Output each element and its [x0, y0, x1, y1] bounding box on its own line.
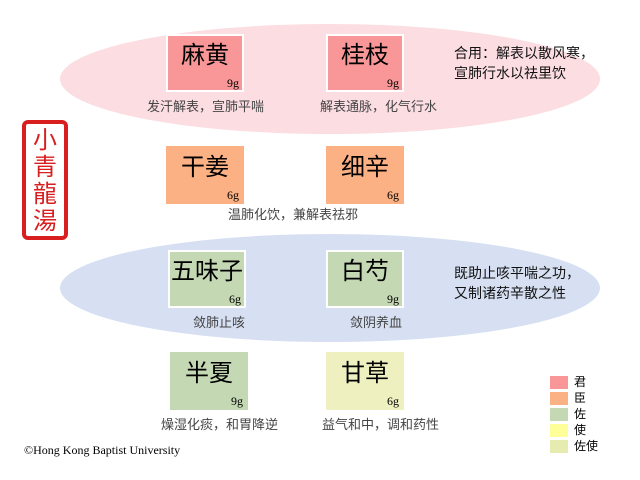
legend-swatch — [550, 423, 568, 437]
herb-box-guizhi: 桂枝 9g — [326, 34, 404, 92]
note-line: 既助止咳平喘之功， — [454, 266, 580, 282]
herb-name: 甘草 — [341, 359, 389, 387]
herb-name: 细辛 — [341, 153, 389, 181]
note-line: 宣肺行水以祛里饮 — [454, 66, 566, 82]
seal-text: 小青龍湯 — [33, 126, 57, 235]
legend-label: 臣 — [574, 391, 587, 405]
herb-dose: 6g — [387, 394, 399, 408]
herb-name: 半夏 — [185, 359, 233, 387]
note-top: 合用：解表以散风寒， 宣肺行水以祛里饮 — [454, 44, 594, 84]
note-line: 合用：解表以散风寒， — [454, 46, 594, 62]
herb-box-ganjiang: 干姜 6g — [166, 146, 244, 204]
herb-box-baishao: 白芍 9g — [326, 250, 404, 308]
legend-item-zuoshi: 佐使 — [550, 438, 598, 454]
legend-swatch — [550, 439, 568, 453]
legend-label: 使 — [574, 423, 587, 437]
herb-dose: 9g — [231, 394, 243, 408]
herb-name: 五味子 — [171, 257, 243, 285]
legend-label: 君 — [574, 375, 587, 389]
herb-box-gancao: 甘草 6g — [326, 352, 404, 410]
herb-dose: 6g — [387, 188, 399, 202]
herb-box-banxia: 半夏 9g — [170, 352, 248, 410]
herb-box-xixin: 细辛 6g — [326, 146, 404, 204]
legend-label: 佐 — [574, 407, 587, 421]
herb-caption: 敛阴养血 — [350, 316, 403, 331]
herb-box-mahuang: 麻黄 9g — [166, 34, 244, 92]
herb-caption: 发汗解表，宣肺平喘 — [147, 100, 265, 115]
herb-dose: 9g — [387, 292, 399, 306]
legend-label: 佐使 — [574, 439, 599, 453]
legend-item-zuo: 佐 — [550, 406, 598, 422]
herb-dose: 6g — [227, 188, 239, 202]
herb-caption: 解表通脉，化气行水 — [320, 100, 438, 115]
herb-box-wuweizi: 五味子 6g — [168, 250, 246, 308]
herb-caption: 敛肺止咳 — [193, 316, 246, 331]
row2-caption: 温肺化饮，兼解表祛邪 — [228, 208, 359, 223]
herb-name: 麻黄 — [181, 41, 229, 69]
herb-name: 白芍 — [341, 257, 389, 285]
legend-swatch — [550, 391, 568, 405]
legend-item-jun: 君 — [550, 374, 598, 390]
note-line: 又制诸药辛散之性 — [454, 286, 566, 302]
herb-dose: 9g — [387, 76, 399, 90]
legend-item-chen: 臣 — [550, 390, 598, 406]
herb-dose: 9g — [227, 76, 239, 90]
formula-title-seal: 小青龍湯 — [22, 120, 68, 240]
herb-caption: 益气和中，调和药性 — [322, 418, 440, 433]
legend-swatch — [550, 375, 568, 389]
herb-caption: 燥湿化痰，和胃降逆 — [161, 418, 279, 433]
herb-name: 干姜 — [181, 153, 229, 181]
legend-item-shi: 使 — [550, 422, 598, 438]
herb-name: 桂枝 — [341, 41, 389, 69]
herb-dose: 6g — [229, 292, 241, 306]
copyright: ©Hong Kong Baptist University — [24, 443, 181, 457]
note-middle: 既助止咳平喘之功， 又制诸药辛散之性 — [454, 264, 580, 304]
legend: 君 臣 佐 使 佐使 — [550, 374, 598, 454]
legend-swatch — [550, 407, 568, 421]
